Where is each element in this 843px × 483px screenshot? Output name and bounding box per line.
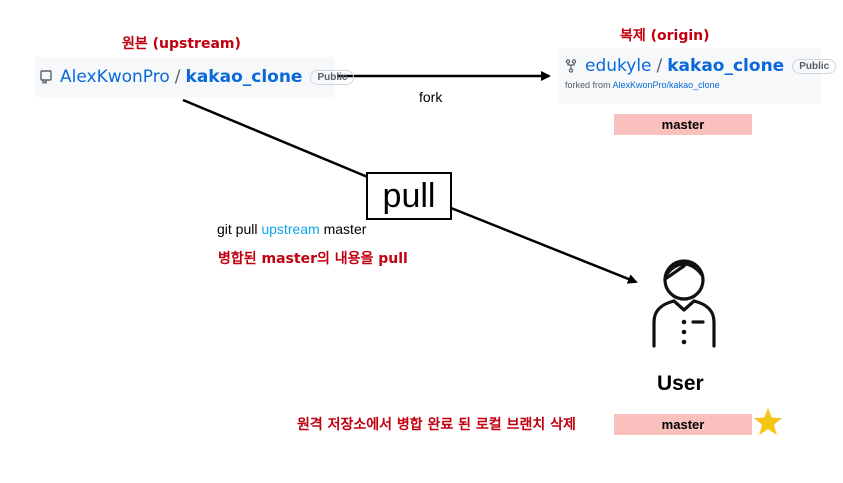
forked-from-prefix: forked from [565, 80, 611, 90]
user-icon [652, 259, 716, 348]
origin-repo-box: edukyle / kakao_clone Public forked from… [559, 48, 837, 104]
upstream-slash: / [174, 67, 181, 87]
forked-from-line: forked from AlexKwonPro/kakao_clone [565, 80, 821, 90]
star-icon [754, 408, 782, 435]
user-label: User [657, 372, 704, 395]
pull-command-remote: upstream [261, 221, 320, 237]
pull-arrow-upper [182, 98, 371, 180]
repo-icon [40, 70, 52, 84]
origin-heading: 복제 (origin) [620, 28, 710, 44]
origin-public-badge: Public [792, 58, 837, 74]
upstream-owner-link[interactable]: AlexKwonPro [60, 67, 170, 87]
forked-from-link[interactable]: AlexKwonPro/kakao_clone [612, 80, 720, 90]
pull-command-branch: master [323, 221, 367, 237]
upstream-repo-link[interactable]: kakao_clone [185, 67, 303, 87]
pull-command-part1: git pull [217, 221, 258, 237]
local-master-branch: master [614, 414, 752, 435]
origin-master-branch: master [614, 114, 752, 135]
origin-owner-link[interactable]: edukyle [585, 56, 652, 76]
fork-icon [565, 59, 577, 73]
origin-slash: / [656, 56, 663, 76]
upstream-heading: 원본 (upstream) [122, 36, 241, 52]
pull-note: 병합된 master의 내용을 pull [218, 251, 408, 267]
pull-command: git pull upstream master [217, 221, 366, 237]
origin-repo-link[interactable]: kakao_clone [667, 56, 785, 76]
delete-branch-note: 원격 저장소에서 병합 완료 된 로컬 브랜치 삭제 [297, 417, 576, 433]
fork-arrow-label: fork [419, 89, 443, 105]
upstream-public-badge: Public [310, 69, 355, 85]
upstream-repo-box: AlexKwonPro / kakao_clone Public [35, 57, 355, 97]
pull-box: pull [366, 172, 452, 220]
pull-arrow-lower [450, 206, 638, 284]
